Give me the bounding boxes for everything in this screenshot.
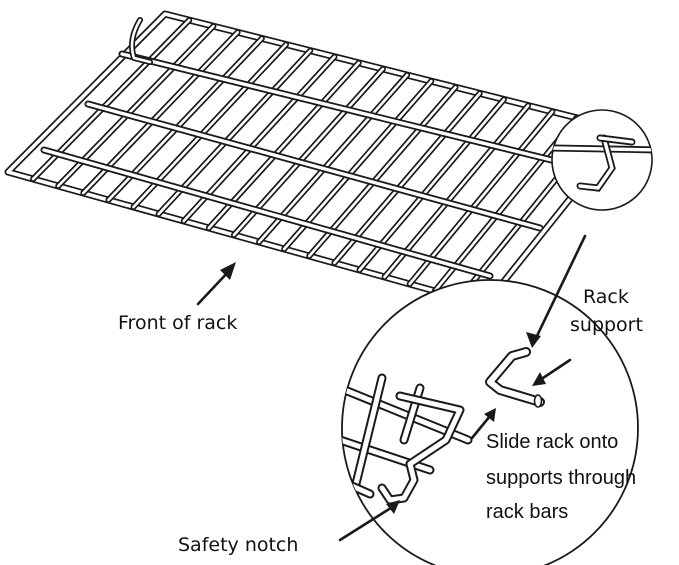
rack-frame [4, 10, 629, 309]
front-arrow [196, 262, 236, 306]
rack-support-bars [40, 50, 604, 280]
slide-rack-label-line2: supports through [486, 467, 637, 489]
oven-rack [4, 10, 629, 309]
safety-notch-label: Safety notch [178, 534, 299, 556]
front-of-rack-label: Front of rack [118, 312, 238, 334]
zoom-arrow [526, 234, 587, 348]
rack-support-arrow [532, 358, 572, 386]
small-detail-circle [551, 109, 653, 211]
rack-support-label-line1: Rack [583, 286, 629, 308]
safety-notch-pointer [338, 500, 400, 542]
arrows [196, 234, 587, 542]
rack-wire [358, 98, 506, 272]
slide-arrow [470, 408, 496, 440]
detail-circle [341, 279, 639, 565]
slide-rack-label-line1: Slide rack onto [486, 431, 619, 453]
slide-rack-label-line3: rack bars [486, 501, 569, 523]
rack-wire [433, 116, 578, 293]
rack-wire [383, 104, 530, 279]
rack-wire [333, 92, 482, 265]
rack-support-label-line2: support [570, 314, 643, 336]
rack-wire [408, 110, 554, 286]
rack-wire [307, 85, 457, 258]
rack-wire [282, 79, 433, 251]
